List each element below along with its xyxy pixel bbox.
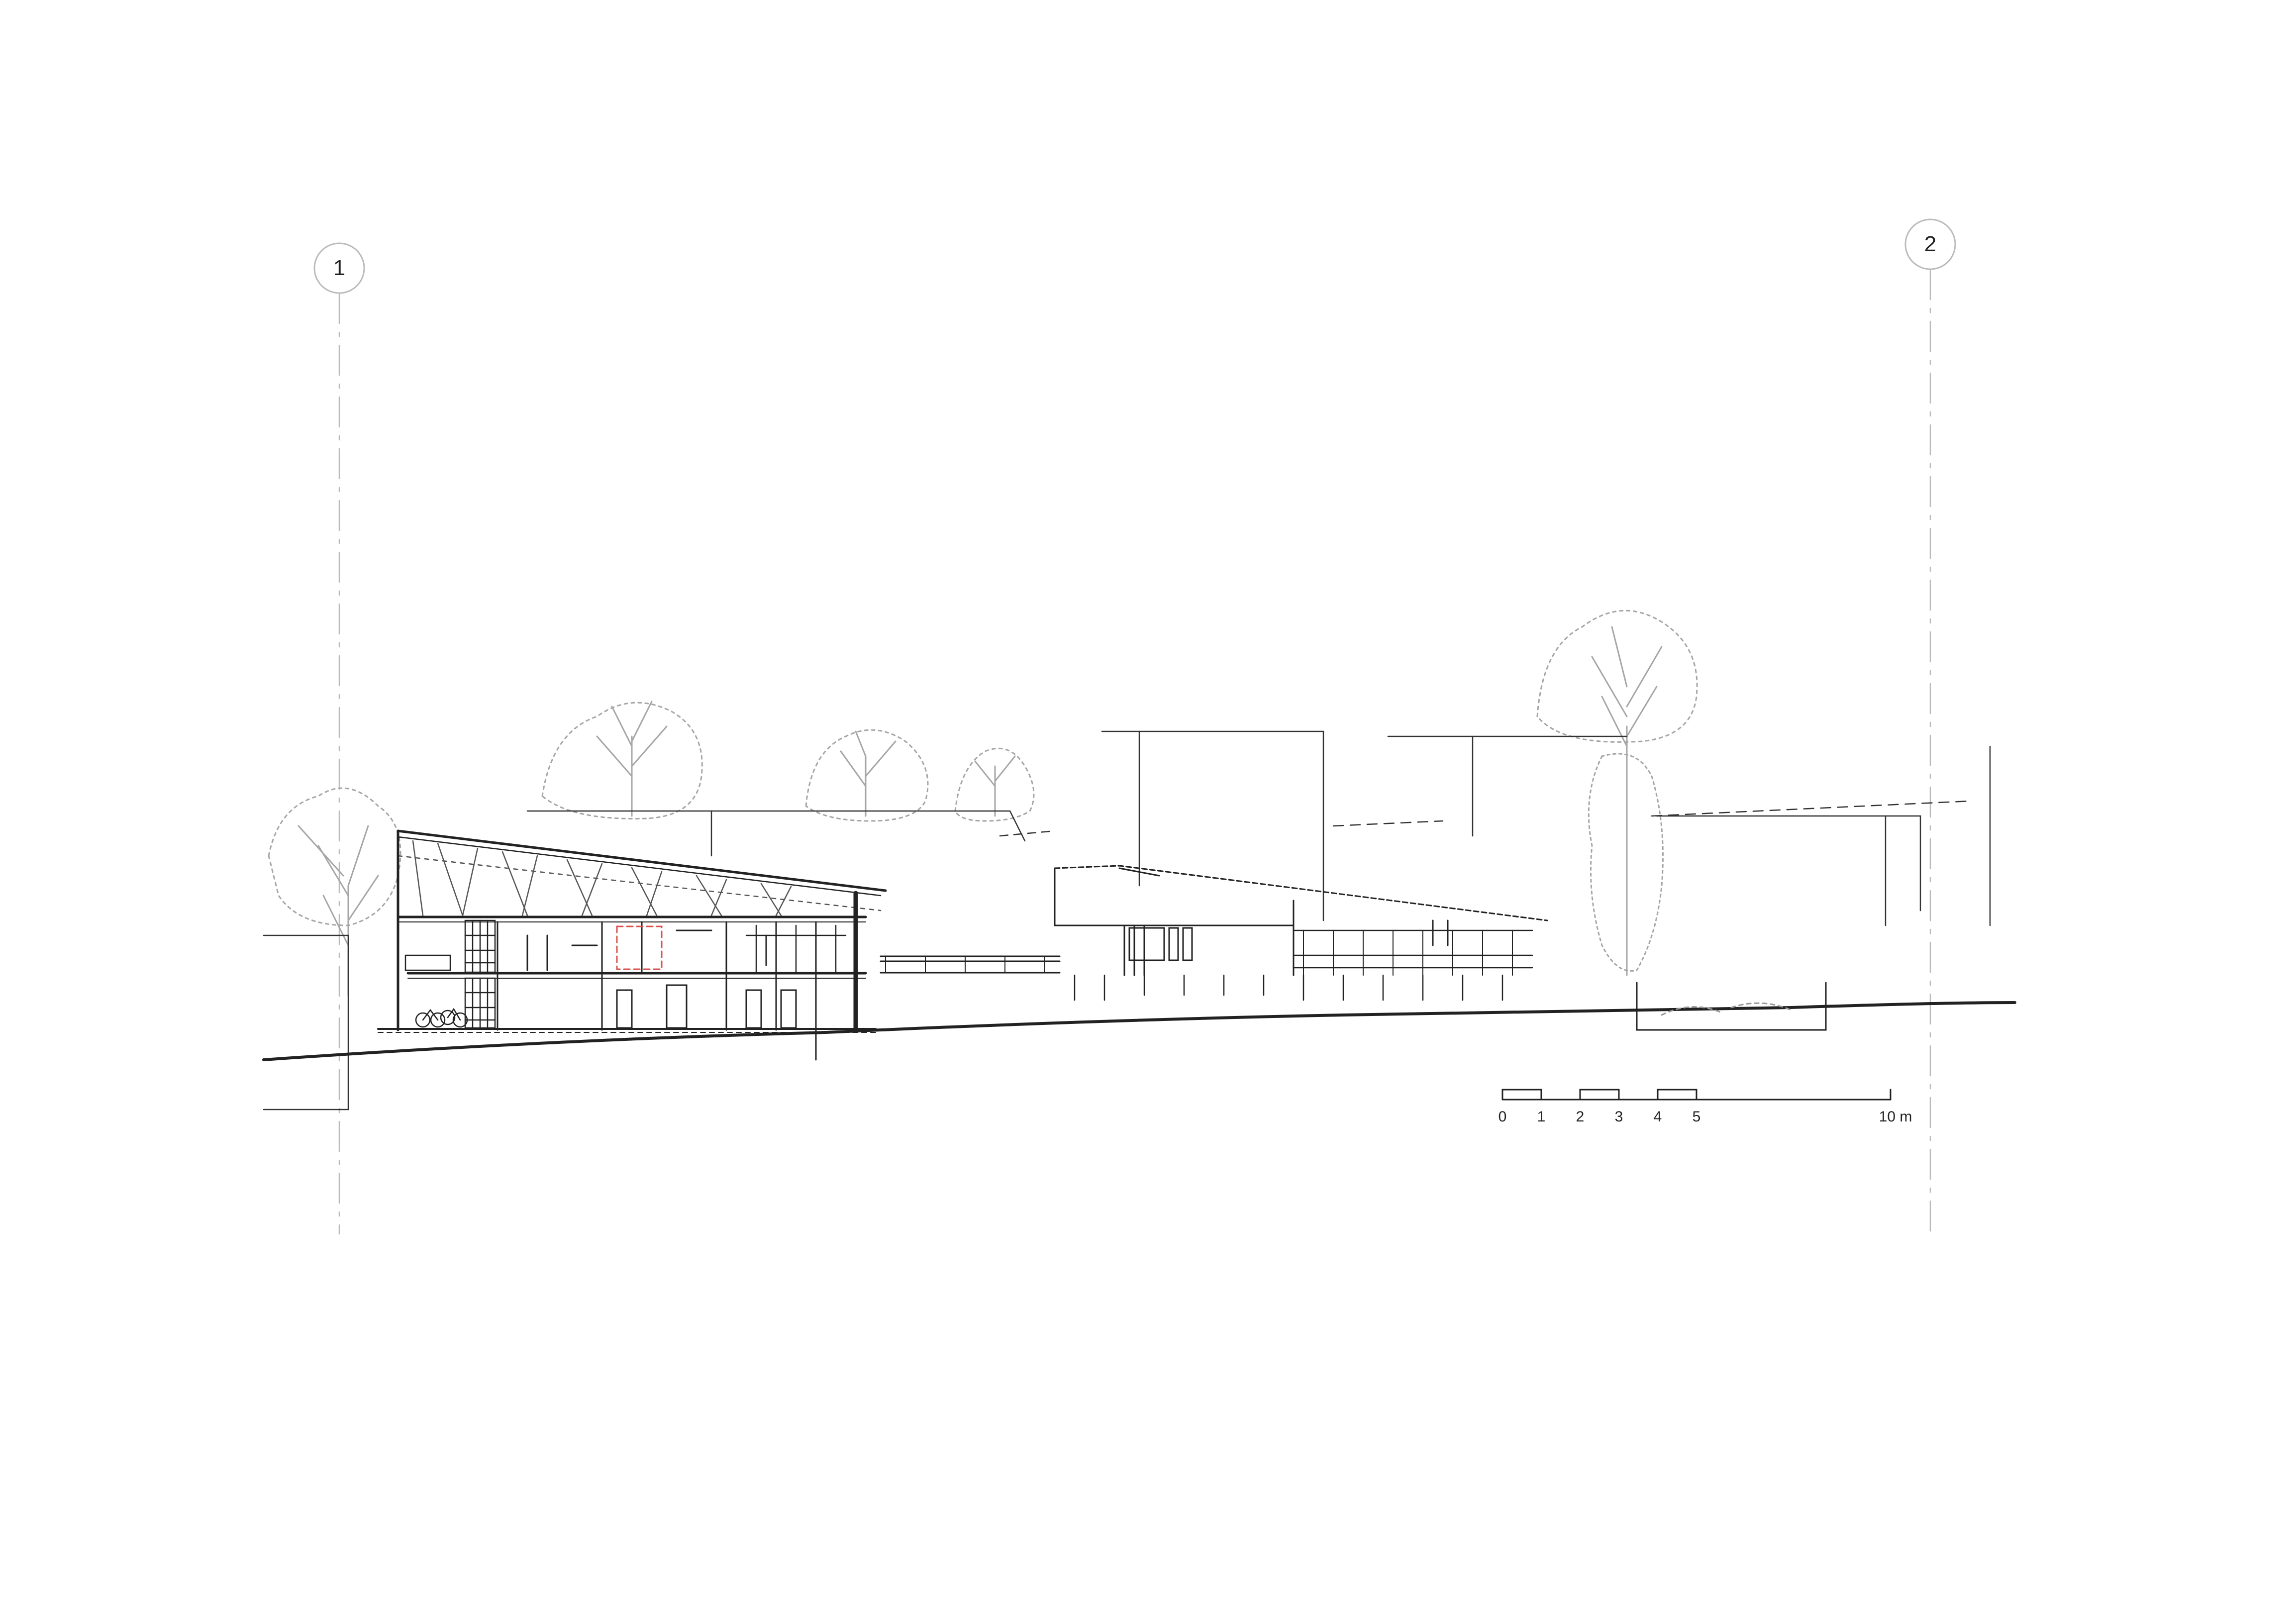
scale-tick-4: 4 — [1653, 1109, 1662, 1125]
tree-left — [268, 787, 401, 996]
scale-tick-2: 2 — [1576, 1109, 1585, 1125]
grid-label-2: 2 — [1924, 232, 1937, 256]
scale-bar — [1501, 1089, 1892, 1101]
tree-center-1 — [541, 701, 703, 819]
scale-tick-10m: 10 m — [1879, 1109, 1912, 1125]
bicycles — [415, 1008, 468, 1028]
grid-axis-1 — [313, 242, 365, 1235]
background-buildings — [263, 730, 1991, 1111]
main-building-section — [377, 829, 887, 1061]
tree-right — [1536, 609, 1698, 976]
tree-center-3 — [954, 747, 1035, 822]
grid-axis-2 — [1904, 218, 1956, 1235]
planter — [1636, 982, 1827, 1031]
scale-tick-5: 5 — [1692, 1109, 1701, 1125]
roof-truss — [397, 840, 882, 916]
connecting-walkway — [880, 955, 1061, 974]
second-building-elevation — [1054, 865, 1548, 1001]
scale-tick-1: 1 — [1537, 1109, 1546, 1125]
scale-tick-3: 3 — [1614, 1109, 1623, 1125]
scale-tick-0: 0 — [1498, 1109, 1507, 1125]
ground-line — [262, 1001, 2016, 1061]
highlighted-room — [616, 925, 663, 970]
tree-center-2 — [805, 729, 929, 822]
grid-label-1: 1 — [333, 256, 346, 280]
